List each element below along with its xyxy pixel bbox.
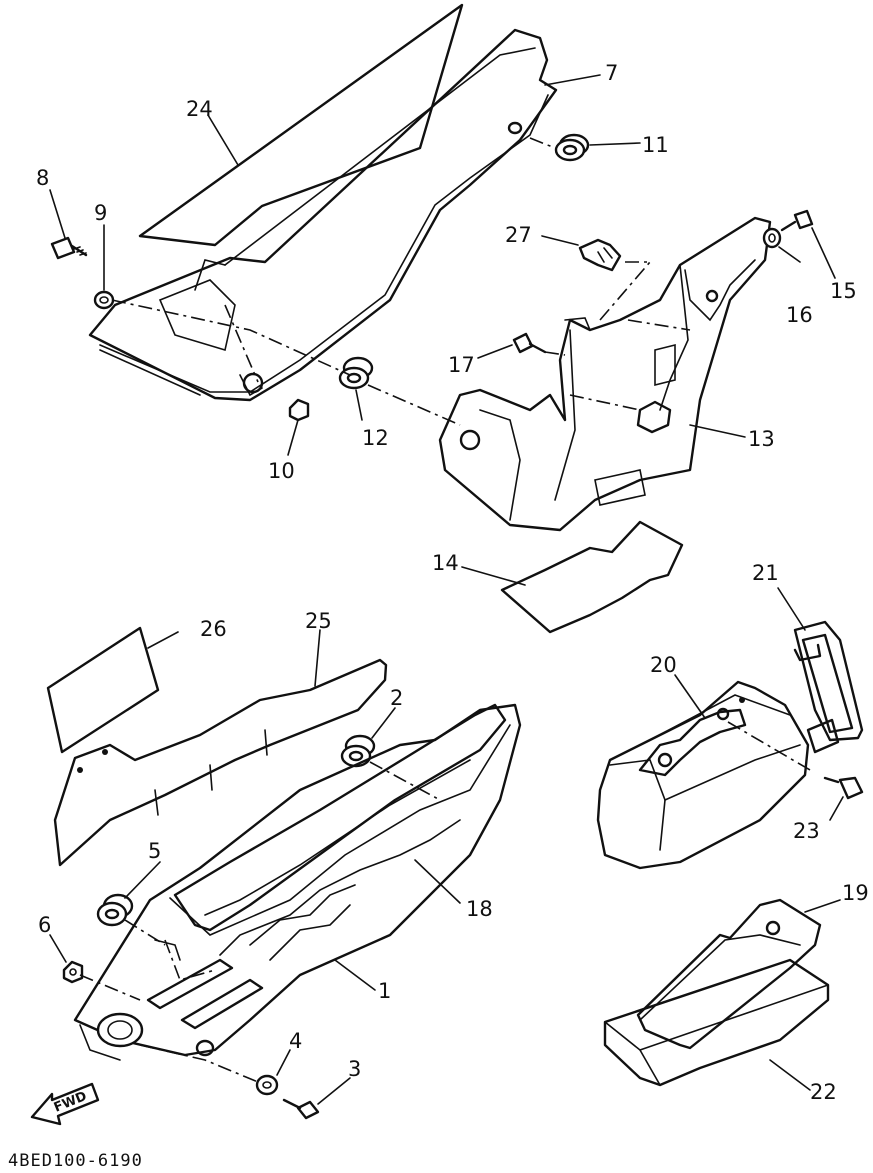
callout-10: 10 bbox=[268, 459, 295, 483]
callout-12: 12 bbox=[362, 426, 389, 450]
callout-14: 14 bbox=[432, 551, 459, 575]
nut-10 bbox=[288, 398, 310, 422]
callout-21: 21 bbox=[752, 561, 779, 585]
pad-22 bbox=[603, 958, 830, 1087]
callout-27: 27 bbox=[505, 223, 532, 247]
callout-15: 15 bbox=[830, 279, 857, 303]
callout-26: 26 bbox=[200, 617, 227, 641]
callout-6: 6 bbox=[38, 913, 51, 937]
callout-9: 9 bbox=[94, 201, 107, 225]
tool-case-20 bbox=[596, 680, 811, 870]
side-cover-7 bbox=[88, 28, 558, 402]
callout-labels: 24 7 11 8 9 10 12 13 27 17 16 15 14 26 2… bbox=[36, 61, 869, 1104]
diagram-code: 4BED100-6190 bbox=[8, 1151, 143, 1171]
nut-6 bbox=[62, 960, 84, 984]
bolt-17 bbox=[512, 332, 566, 356]
callout-23: 23 bbox=[793, 819, 820, 843]
bolt-23 bbox=[823, 776, 864, 800]
callout-7: 7 bbox=[605, 61, 618, 85]
callout-11: 11 bbox=[642, 133, 669, 157]
washer-16 bbox=[762, 227, 782, 249]
forward-arrow-icon: FWD bbox=[30, 1082, 100, 1126]
leader-lines bbox=[49, 74, 844, 1105]
pad-19 bbox=[636, 898, 822, 1050]
callout-25: 25 bbox=[305, 609, 332, 633]
callout-3: 3 bbox=[348, 1057, 361, 1081]
callout-19: 19 bbox=[842, 881, 869, 905]
grommet-5 bbox=[96, 893, 134, 927]
callout-16: 16 bbox=[786, 303, 813, 327]
side-cover-1 bbox=[73, 703, 522, 1061]
washer-4 bbox=[255, 1074, 279, 1096]
callout-18: 18 bbox=[466, 897, 493, 921]
grommet-2 bbox=[340, 734, 376, 768]
decal-26 bbox=[46, 626, 160, 754]
callout-13: 13 bbox=[748, 427, 775, 451]
washer-9 bbox=[93, 290, 115, 310]
callout-5: 5 bbox=[148, 839, 161, 863]
callout-22: 22 bbox=[810, 1080, 837, 1104]
callout-4: 4 bbox=[289, 1029, 302, 1053]
callout-2: 2 bbox=[390, 686, 403, 710]
grommet-11 bbox=[554, 133, 590, 162]
callout-1: 1 bbox=[378, 979, 391, 1003]
bolt-3 bbox=[282, 1098, 320, 1120]
plate-25 bbox=[53, 658, 388, 867]
bracket-13 bbox=[438, 216, 772, 532]
strap-21 bbox=[793, 620, 864, 754]
bolt-8 bbox=[50, 236, 88, 260]
callout-8: 8 bbox=[36, 166, 49, 190]
callout-17: 17 bbox=[448, 353, 475, 377]
callout-24: 24 bbox=[186, 97, 213, 121]
callout-20: 20 bbox=[650, 653, 677, 677]
pad-14 bbox=[500, 520, 684, 634]
decal-24 bbox=[138, 3, 464, 247]
clip-27 bbox=[578, 238, 650, 272]
bolt-15 bbox=[780, 209, 814, 232]
